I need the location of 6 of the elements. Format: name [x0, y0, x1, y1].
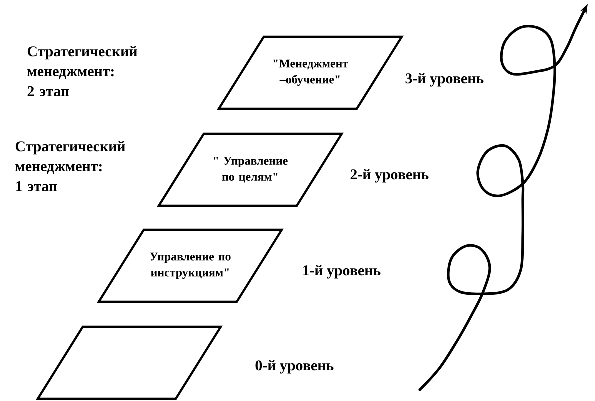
level-label: 1-й уровень: [303, 265, 381, 279]
level-label: 3-й уровень: [406, 73, 484, 87]
stage-label: Стратегический менеджмент: 2 этап: [28, 46, 138, 96]
stage-label: Стратегический менеджмент: 1 этап: [16, 141, 126, 192]
level-label: 2-й уровень: [350, 169, 429, 183]
level-label: 0-й уровень: [256, 360, 334, 374]
